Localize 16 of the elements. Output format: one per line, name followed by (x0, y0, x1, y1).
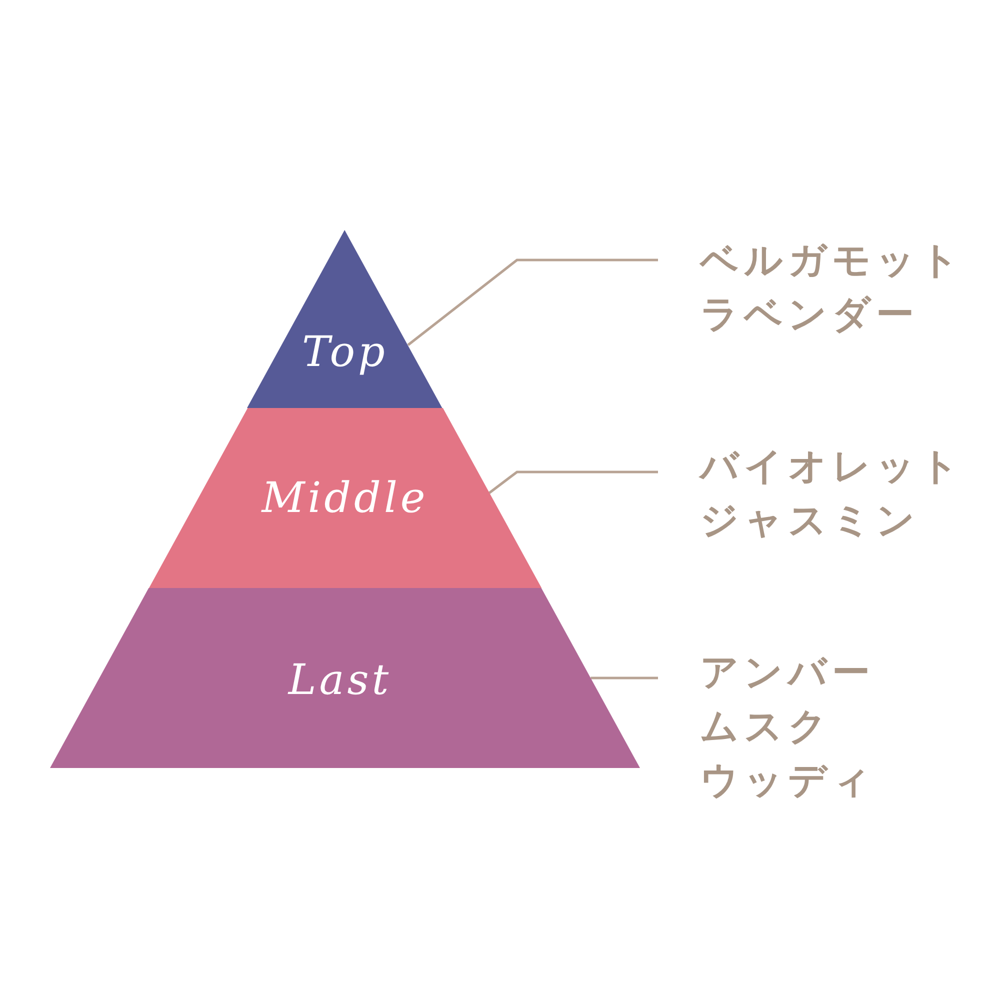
note-text: アンバー (700, 649, 875, 696)
leader-line (590, 676, 658, 680)
note-text: ジャスミン (700, 497, 920, 544)
leader-line (488, 470, 658, 494)
pyramid-layer (50, 588, 640, 768)
note-text: ベルガモット (700, 237, 964, 284)
leader-line (407, 258, 658, 346)
note-text: ムスク (700, 703, 832, 750)
layer-label: Top (302, 328, 388, 376)
layer-label: Last (288, 656, 392, 704)
note-text: ラベンダー (700, 291, 919, 338)
pyramid-layer (247, 230, 443, 408)
note-text: バイオレット (700, 443, 964, 490)
layer-label: Middle (262, 474, 428, 522)
pyramid-layer (148, 408, 542, 588)
note-text: ウッディ (700, 757, 876, 804)
